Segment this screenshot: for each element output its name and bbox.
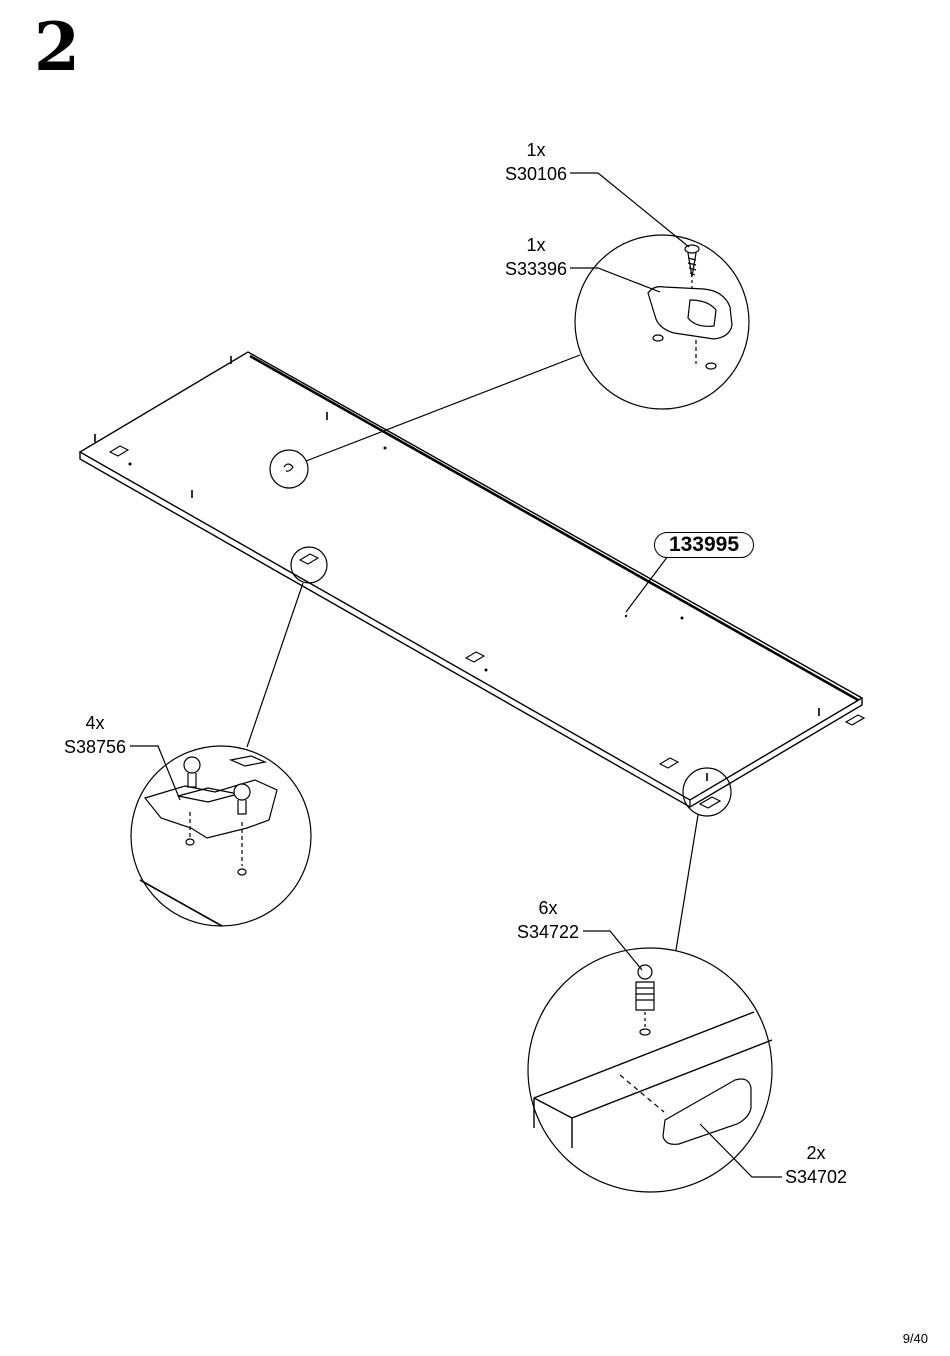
detail-marker-hinge (290, 546, 328, 584)
callout-screw: 1x S30106 (496, 138, 576, 186)
screw-markers (94, 356, 820, 781)
callout-qty: 6x (538, 898, 558, 918)
callout-qty: 1x (526, 140, 546, 160)
part-id-label: 133995 (654, 532, 754, 558)
callout-grommet: 2x S34702 (776, 1141, 856, 1189)
callout-bracket: 1x S33396 (496, 233, 576, 281)
callout-cam-bolt: 6x S34722 (508, 896, 588, 944)
callout-code: S34722 (516, 922, 580, 942)
callout-qty: 2x (806, 1143, 826, 1163)
detail-marker-bracket (269, 449, 309, 489)
panel-133995 (78, 351, 866, 808)
callout-code: S30106 (504, 164, 568, 184)
page-number: 9/40 (902, 1331, 928, 1346)
detail-hinge-plate (130, 745, 312, 927)
callout-qty: 1x (526, 235, 546, 255)
detail-marker-grommet (682, 767, 732, 817)
drill-holes (128, 446, 684, 672)
step-number: 2 (34, 8, 80, 86)
callout-code: S33396 (504, 259, 568, 279)
detail-bracket (574, 234, 750, 410)
callout-code: S34702 (784, 1167, 848, 1187)
callout-hinge-plate: 4x S38756 (55, 711, 135, 759)
hinge-plate-markers (108, 445, 680, 769)
callout-qty: 4x (85, 713, 105, 733)
detail-cam-grommet (527, 947, 773, 1193)
callout-code: S38756 (63, 737, 127, 757)
